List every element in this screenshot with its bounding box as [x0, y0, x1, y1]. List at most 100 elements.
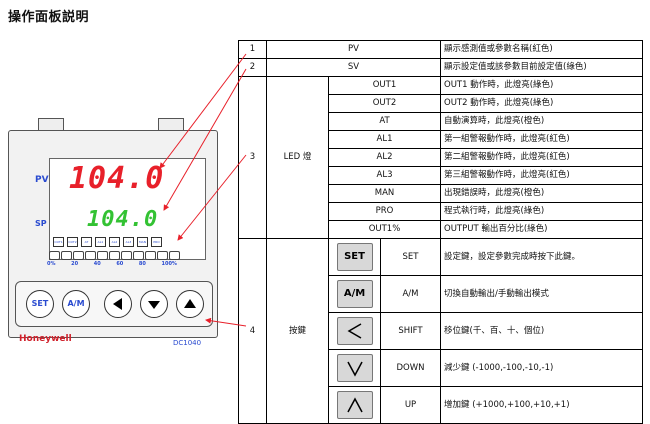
up-button[interactable]	[176, 290, 204, 318]
led-name: AL3	[328, 166, 441, 185]
key-name: A/M	[380, 275, 441, 313]
bar-segment	[145, 251, 156, 260]
key-name: UP	[380, 386, 441, 424]
pv-display: 104.0	[69, 161, 165, 196]
group-label: 按鍵	[266, 238, 329, 424]
group-label: LED 燈	[266, 76, 329, 239]
key-icon-cell: SET	[328, 238, 381, 276]
led-indicator: AL2	[109, 237, 120, 247]
am-key-icon: A/M	[336, 280, 373, 308]
led-name: OUT1	[328, 76, 441, 95]
key-desc: 設定鍵，設定參數完成時按下此鍵。	[440, 238, 643, 276]
brand-logo: Honeywell	[19, 334, 72, 344]
led-desc: 第三組警報動作時，此燈亮(紅色)	[440, 166, 643, 185]
led-name: AL1	[328, 130, 441, 149]
row-desc: 顯示設定值或該參數目前設定值(綠色)	[440, 58, 643, 77]
page-title: 操作面板説明	[8, 10, 90, 25]
sp-display: 104.0	[87, 207, 159, 232]
row-number: 2	[238, 58, 267, 77]
led-name: OUT2	[328, 94, 441, 113]
led-desc: OUT2 動作時，此燈亮(綠色)	[440, 94, 643, 113]
key-icon-cell	[328, 349, 381, 387]
key-name: SHIFT	[380, 312, 441, 350]
key-desc: 切換自動輸出/手動輸出模式	[440, 275, 643, 313]
set-key-icon: SET	[336, 243, 373, 271]
bar-segment	[49, 251, 60, 260]
row-item: SV	[266, 58, 441, 77]
bar-tick: 80	[138, 261, 146, 267]
led-indicator: AL1	[95, 237, 106, 247]
key-panel: SET A/M	[15, 281, 213, 327]
bar-segment	[133, 251, 144, 260]
down-button[interactable]	[140, 290, 168, 318]
bar-segment	[85, 251, 96, 260]
led-name: PRO	[328, 202, 441, 221]
bar-segment	[157, 251, 168, 260]
key-icon-cell	[328, 386, 381, 424]
bar-tick: 0%	[47, 261, 56, 267]
led-name: OUT1%	[328, 220, 441, 239]
shift-button[interactable]	[104, 290, 132, 318]
bar-segment	[109, 251, 120, 260]
led-indicator: OUT2	[67, 237, 78, 247]
led-indicator: AL3	[123, 237, 134, 247]
led-desc: 自動演算時，此燈亮(橙色)	[440, 112, 643, 131]
bar-segment	[121, 251, 132, 260]
key-icon-text: A/M	[343, 288, 366, 299]
output-bar	[49, 251, 180, 260]
led-name: AL2	[328, 148, 441, 167]
bar-tick: 40	[93, 261, 101, 267]
set-button[interactable]: SET	[26, 290, 54, 318]
key-icon-cell	[328, 312, 381, 350]
sp-label: SP	[35, 219, 47, 228]
row-number: 4	[238, 238, 267, 424]
bar-segment	[73, 251, 84, 260]
model-number: DC1040	[173, 339, 202, 347]
left-triangle-icon	[113, 298, 122, 310]
key-desc: 增加鍵 (+1000,+100,+10,+1)	[440, 386, 643, 424]
row-number: 1	[238, 40, 267, 59]
bar-tick: 60	[116, 261, 124, 267]
bar-tick: 20	[71, 261, 79, 267]
led-indicator: OUT1	[53, 237, 64, 247]
up-key-icon	[336, 391, 373, 419]
led-desc: 程式執行時，此燈亮(綠色)	[440, 202, 643, 221]
down-triangle-icon	[148, 301, 160, 309]
key-icon-text: SET	[344, 251, 365, 262]
key-desc: 移位鍵(千、百、十、個位)	[440, 312, 643, 350]
led-desc: OUT1 動作時，此燈亮(綠色)	[440, 76, 643, 95]
row-desc: 顯示感測值或參數名稱(紅色)	[440, 40, 643, 59]
led-indicator: AT	[81, 237, 92, 247]
led-desc: 出現錯誤時，此燈亮(橙色)	[440, 184, 643, 203]
up-triangle-icon	[184, 299, 196, 308]
led-name: MAN	[328, 184, 441, 203]
pv-label: PV	[35, 175, 49, 185]
led-desc: 第二組警報動作時，此燈亮(紅色)	[440, 148, 643, 167]
key-icon-cell: A/M	[328, 275, 381, 313]
led-name: AT	[328, 112, 441, 131]
shift-key-icon	[336, 317, 373, 345]
key-name: DOWN	[380, 349, 441, 387]
led-indicator: PRO	[151, 237, 162, 247]
am-button[interactable]: A/M	[62, 290, 90, 318]
bar-tick: 100%	[161, 261, 177, 267]
bar-segment	[97, 251, 108, 260]
key-name: SET	[380, 238, 441, 276]
led-desc: 第一組警報動作時，此燈亮(紅色)	[440, 130, 643, 149]
bar-segment	[169, 251, 180, 260]
bar-ticks: 0% 20 40 60 80 100%	[47, 261, 177, 267]
row-item: PV	[266, 40, 441, 59]
